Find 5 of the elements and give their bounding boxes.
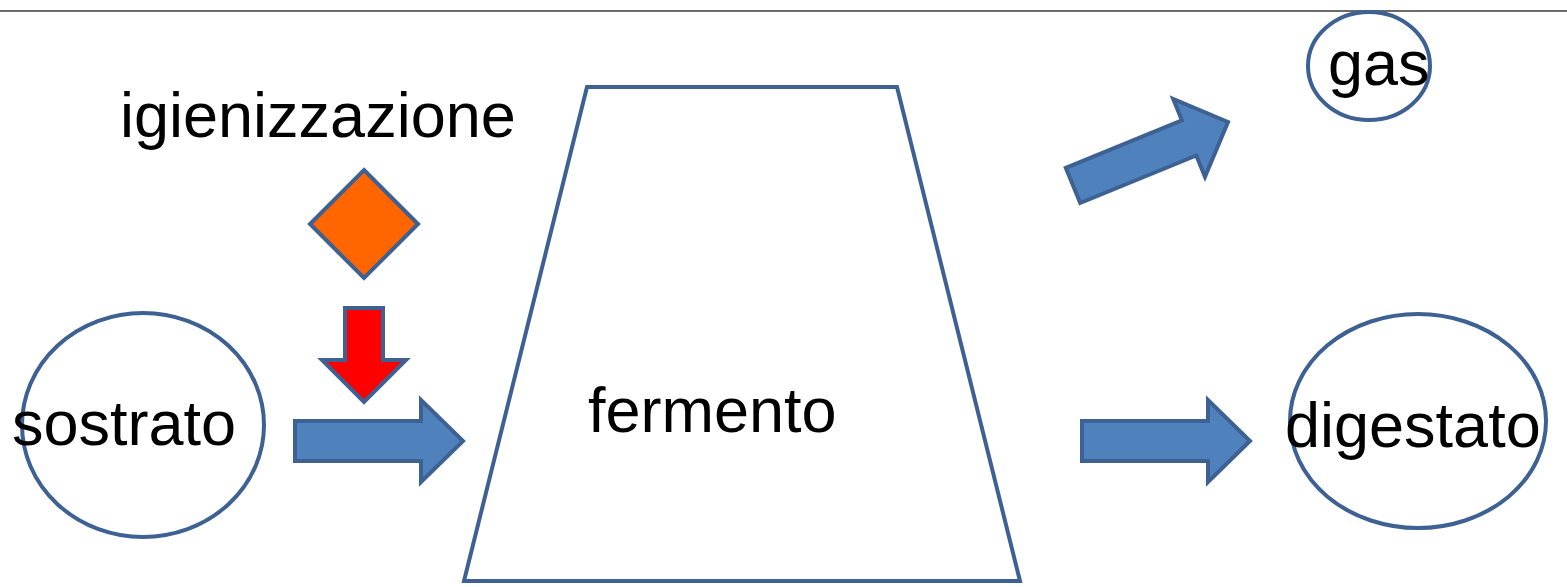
block-arrow <box>293 395 466 487</box>
block-arrow <box>317 306 411 405</box>
node-label: fermento <box>588 379 837 442</box>
block-arrow <box>1080 395 1253 487</box>
block-arrow <box>1063 95 1231 206</box>
